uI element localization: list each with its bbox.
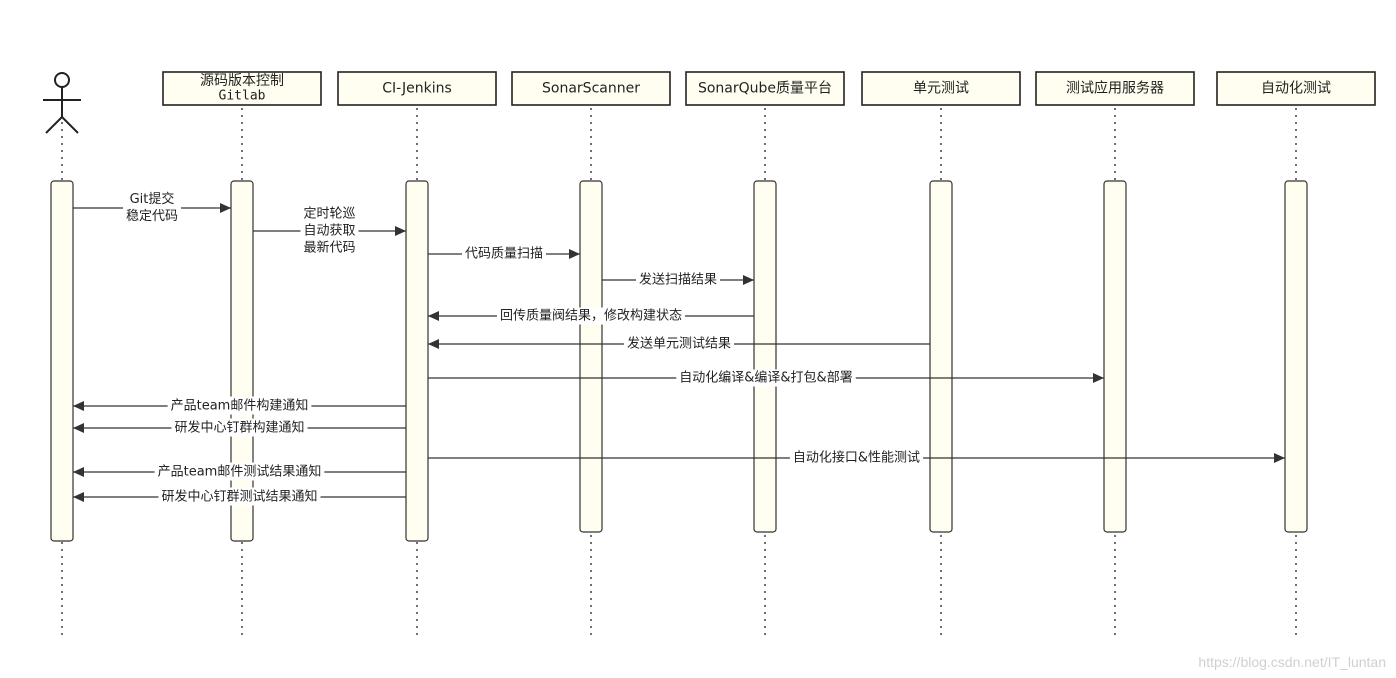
message-label-bg [126, 190, 178, 208]
message-label: 自动获取 [303, 224, 355, 239]
arrowhead [73, 467, 84, 477]
message-label: 产品team邮件测试结果通知 [158, 464, 322, 480]
message-7: 产品team邮件构建通知 [73, 396, 406, 415]
message-label-bg [122, 207, 182, 225]
message-label-bg [300, 222, 359, 240]
participant-label-autotest: 自动化测试 [1261, 81, 1331, 97]
message-label-bg [167, 396, 312, 415]
participant-box-unittest [861, 71, 1021, 106]
participant-box-autotest [1216, 71, 1376, 106]
message-label: 发送单元测试结果 [627, 336, 731, 352]
arrowhead [1093, 373, 1104, 383]
message-3: 发送扫描结果 [602, 270, 754, 289]
participant-autotest: 自动化测试 [1216, 71, 1376, 640]
participant-testserver: 测试应用服务器 [1035, 71, 1195, 640]
arrowhead [395, 226, 406, 236]
message-label-bg [676, 369, 856, 387]
message-2: 代码质量扫描 [428, 245, 580, 263]
actor-icon [43, 72, 81, 134]
message-label-bg [158, 487, 321, 506]
participant-label-sonarqube: SonarQube质量平台 [698, 81, 832, 97]
activation-bar-autotest [1284, 180, 1308, 533]
message-10: 产品team邮件测试结果通知 [73, 462, 406, 481]
participant-box-jenkins [337, 71, 497, 106]
message-label-bg [496, 307, 686, 325]
arrowhead [73, 423, 84, 433]
message-label-bg [635, 270, 721, 289]
message-4: 回传质量阀结果，修改构建状态 [428, 307, 754, 325]
participant-sonarscanner: SonarScanner [511, 71, 671, 640]
message-label: 稳定代码 [126, 208, 178, 224]
message-label: 研发中心钉群测试结果通知 [161, 489, 317, 505]
participant-label-jenkins: CI-Jenkins [382, 81, 452, 97]
activation-bar-jenkins [405, 180, 429, 542]
message-label: 自动化接口&性能测试 [793, 450, 920, 466]
message-11: 研发中心钉群测试结果通知 [73, 487, 406, 506]
participant-label-sonarscanner: SonarScanner [542, 81, 640, 97]
arrowhead [428, 311, 439, 321]
arrowhead [1274, 453, 1285, 463]
watermark: https://blog.csdn.net/IT_luntan [1198, 654, 1386, 670]
participant-label-gitlab: 源码版本控制 [200, 73, 284, 89]
message-8: 研发中心钉群构建通知 [73, 418, 406, 437]
activation-bar-sonarscanner [579, 180, 603, 533]
participant-user [43, 72, 81, 640]
message-label: 回传质量阀结果，修改构建状态 [500, 309, 682, 324]
message-5: 发送单元测试结果 [428, 334, 930, 353]
message-label: 发送扫描结果 [639, 272, 717, 288]
participant-box-sonarscanner [511, 71, 671, 106]
message-label-bg [171, 418, 308, 437]
message-label-bg [461, 245, 547, 263]
message-label-bg [300, 205, 359, 223]
message-label: 产品team邮件构建通知 [171, 398, 309, 414]
message-label: Git提交 [130, 191, 175, 207]
message-label-bg [623, 334, 735, 353]
arrowhead [569, 249, 580, 259]
activation-bar-unittest [929, 180, 953, 533]
participant-jenkins: CI-Jenkins [337, 71, 497, 640]
participant-sonarqube: SonarQube质量平台 [685, 71, 845, 640]
arrowhead [743, 275, 754, 285]
activation-bar-testserver [1103, 180, 1127, 533]
participant-label-unittest: 单元测试 [913, 81, 969, 97]
message-label-bg [300, 238, 359, 257]
message-9: 自动化接口&性能测试 [428, 448, 1285, 467]
arrowhead [428, 339, 439, 349]
activation-bar-user [50, 180, 74, 542]
participant-label-gitlab: Gitlab [219, 89, 266, 104]
message-label: 研发中心钉群构建通知 [174, 420, 304, 436]
arrowhead [73, 492, 84, 502]
message-label: 代码质量扫描 [465, 247, 543, 262]
arrowhead [220, 203, 231, 213]
message-label: 定时轮巡 [303, 207, 355, 222]
activation-bar-sonarqube [753, 180, 777, 533]
arrowhead [73, 401, 84, 411]
participant-box-testserver [1035, 71, 1195, 106]
message-label-bg [789, 448, 924, 467]
message-label: 自动化编译&编译&打包&部署 [679, 371, 852, 386]
participant-unittest: 单元测试 [861, 71, 1021, 640]
message-label-bg [154, 462, 325, 481]
message-label: 最新代码 [303, 240, 355, 256]
message-6: 自动化编译&编译&打包&部署 [428, 369, 1104, 387]
participant-box-gitlab [162, 71, 322, 106]
participant-box-sonarqube [685, 71, 845, 106]
participant-label-testserver: 测试应用服务器 [1066, 80, 1164, 97]
activation-bar-gitlab [230, 180, 254, 542]
